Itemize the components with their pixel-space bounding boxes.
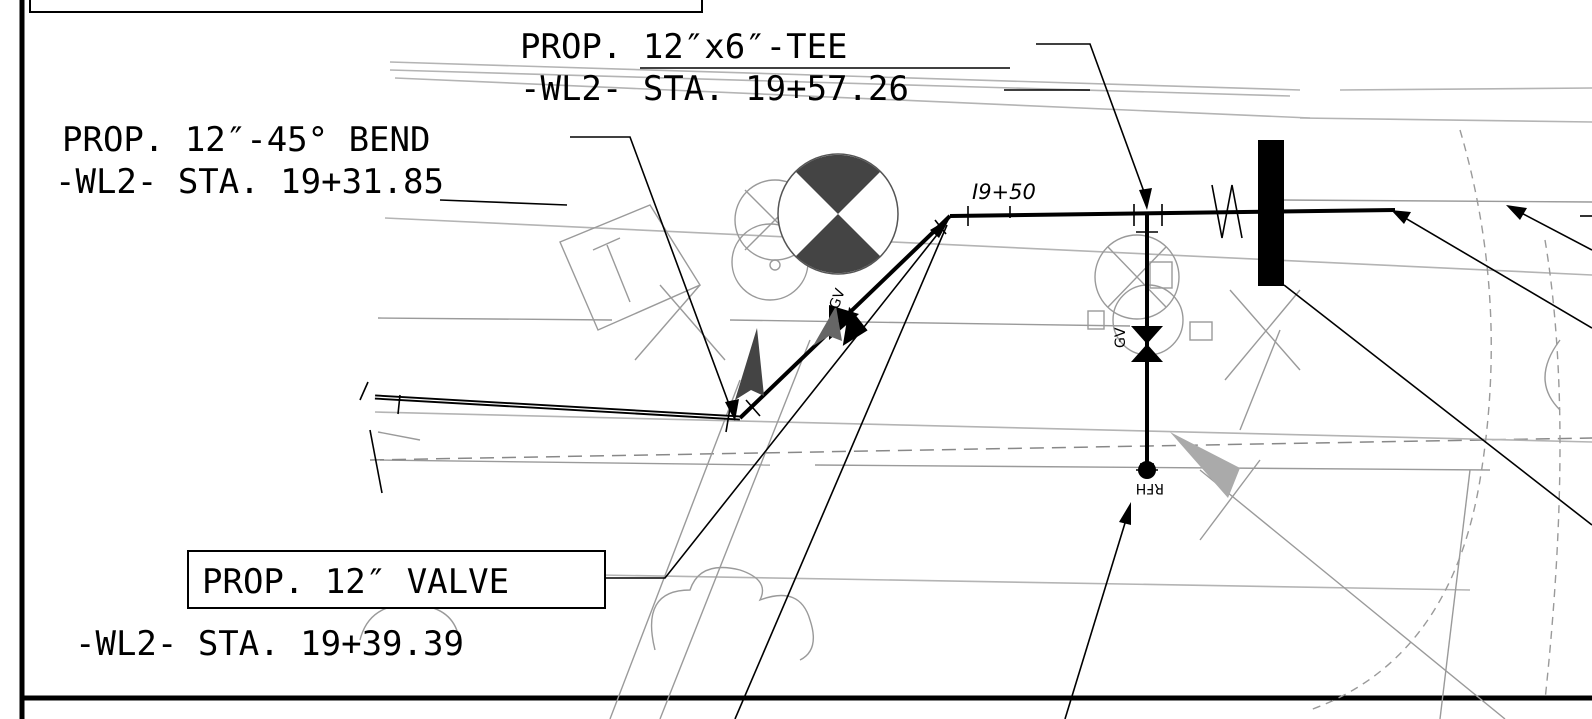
hydrant-label: RFH [1136,480,1164,496]
station-tick-label: I9+50 [972,180,1036,204]
tee-callout-line2: -WL2- STA. 19+57.26 [520,69,909,109]
hydrant-symbol [1136,461,1158,479]
sheet-frame [19,0,1592,719]
blow-off-symbol [1258,140,1284,286]
label-underlines [439,67,1090,206]
tee-callout-line1: PROP. 12″x6″-TEE [520,27,848,67]
gate-valve-right-symbol [1131,326,1163,362]
gate-valve-left-label: GV [827,286,849,311]
existing-features [359,61,1592,719]
valve-callout-line2: -WL2- STA. 19+39.39 [75,624,464,664]
valve-callout-line1: PROP. 12″ VALVE [202,562,509,602]
gate-valve-icon [731,153,899,301]
bend-callout-line2: -WL2- STA. 19+31.85 [55,162,444,202]
leader-lines [570,43,1592,719]
bend-callout-line1: PROP. 12″-45° BEND [62,120,430,160]
valve-callout-box [187,550,606,609]
gate-valve-right-label: GV [1113,327,1129,348]
